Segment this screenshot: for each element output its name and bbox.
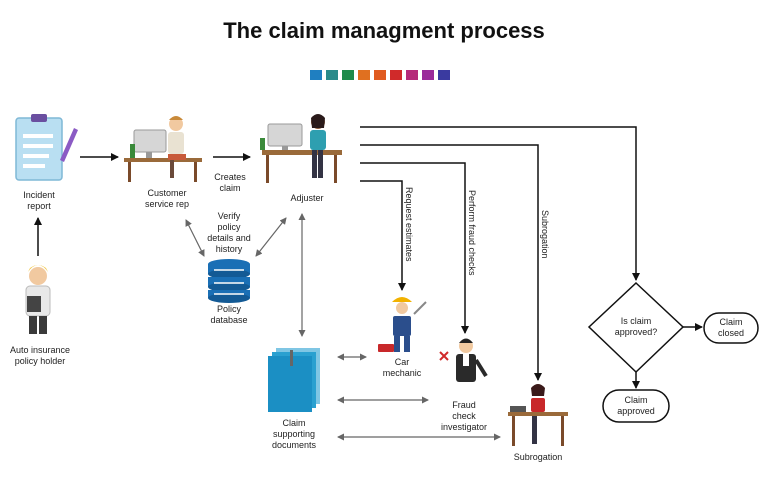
decision-diamond: [587, 281, 685, 374]
color-swatch-4: [358, 70, 370, 80]
subrogation-edge-label: Subrogation: [540, 210, 550, 259]
policy-database-label: Policy database: [210, 304, 248, 325]
claim-approved-label: Claim approved: [617, 395, 655, 416]
subrogation-person-icon: [508, 384, 568, 446]
subrogation-label: Subrogation: [513, 452, 563, 462]
claim-closed-node: [703, 312, 759, 344]
color-swatch-3: [342, 70, 354, 80]
color-swatch-8: [422, 70, 434, 80]
fraud-checks-label: Perform fraud checks: [467, 190, 477, 276]
policy-holder-icon: [25, 265, 51, 334]
decision-label: Is claim approved?: [614, 316, 658, 337]
claim-closed-label: Claim closed: [717, 317, 744, 338]
color-swatch-6: [390, 70, 402, 80]
arrow-adjuster-database: [255, 217, 287, 257]
diagram-title: The claim managment process: [223, 18, 545, 43]
arrow-fraud-checks: [360, 162, 469, 334]
color-swatch-bar: [310, 70, 450, 80]
fraud-investigator-icon: [439, 338, 488, 382]
arrow-subrogation: [360, 144, 542, 381]
customer-service-rep-icon: [124, 116, 202, 182]
car-mechanic-icon: [378, 297, 427, 352]
incident-report-label: Incident report: [23, 190, 55, 211]
color-swatch-9: [438, 70, 450, 80]
arrow-decision-path: [360, 126, 640, 281]
documents-icon: [268, 348, 320, 412]
request-estimates-label: Request estimates: [404, 187, 414, 262]
color-swatch-1: [310, 70, 322, 80]
adjuster-icon: [260, 114, 342, 183]
customer-service-label: Customer service rep: [144, 188, 189, 209]
database-icon: [208, 259, 250, 303]
color-swatch-2: [326, 70, 338, 80]
color-swatch-7: [406, 70, 418, 80]
arrow-cs-database: [185, 219, 205, 257]
claim-documents-label: Claim supporting documents: [271, 418, 317, 450]
verify-policy-label: Verify policy details and history: [207, 211, 251, 254]
car-mechanic-label: Car mechanic: [382, 357, 422, 378]
claim-approved-node: [602, 389, 670, 423]
color-swatch-5: [374, 70, 386, 80]
arrow-request-estimates: [360, 180, 406, 291]
adjuster-label: Adjuster: [290, 193, 324, 203]
policy-holder-label: Auto insurance policy holder: [9, 345, 71, 366]
incident-report-icon: [15, 114, 78, 181]
creates-claim-label: Creates claim: [214, 172, 246, 193]
fraud-investigator-label: Fraud check investigator: [440, 400, 488, 432]
